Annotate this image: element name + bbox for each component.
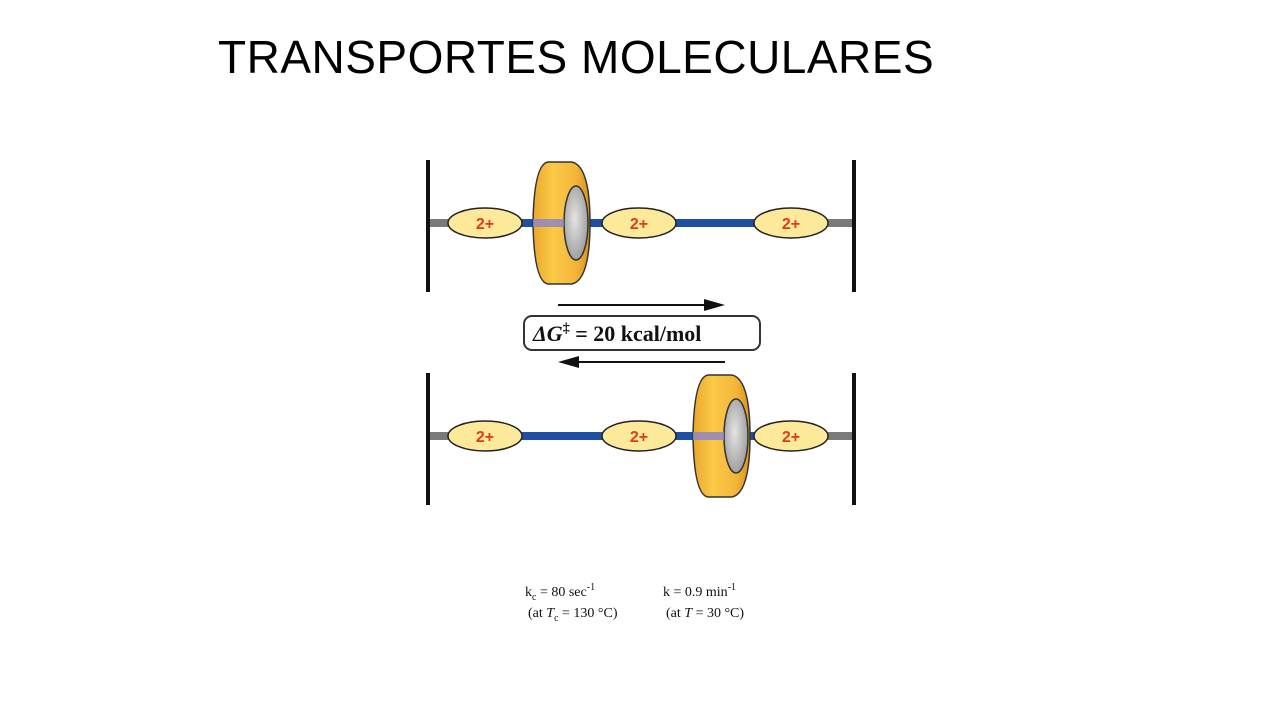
kinetics-right: k = 0.9 min-1 (at T = 30 °C): [663, 582, 744, 621]
station-left: 2+: [447, 420, 523, 452]
station-left: 2+: [447, 207, 523, 239]
macrocycle-ring: [692, 374, 751, 498]
rotaxane-state-bottom: 2+ 2+ 2+: [426, 373, 856, 505]
condition-tc: (at Tc = 130 °C): [528, 606, 618, 624]
station-right: 2+: [753, 207, 829, 239]
slide-title: TRANSPORTES MOLECULARES: [218, 31, 935, 83]
macrocycle-ring: [532, 161, 591, 285]
rate-constant-kc: kc = 80 sec-1: [525, 582, 595, 603]
energy-barrier-label: ΔG‡ = 20 kcal/mol: [532, 321, 701, 346]
double-dagger: ‡: [563, 321, 570, 336]
rate-constant-k: k = 0.9 min-1: [663, 582, 736, 600]
energy-barrier-box: ΔG‡ = 20 kcal/mol: [523, 315, 761, 351]
station-label: 2+: [630, 429, 648, 446]
station-right: 2+: [753, 420, 829, 452]
right-stopper-bar: [852, 160, 856, 292]
station-label: 2+: [782, 429, 800, 446]
right-stopper-bar: [852, 373, 856, 505]
axle-grey-right: [826, 219, 852, 227]
axle-grey-left: [430, 432, 452, 440]
axle-grey-left: [430, 219, 452, 227]
forward-arrow: [558, 299, 725, 311]
station-label: 2+: [782, 216, 800, 233]
left-stopper-bar: [426, 373, 430, 505]
kinetics-left: kc = 80 sec-1 (at Tc = 130 °C): [525, 582, 618, 624]
station-label: 2+: [630, 216, 648, 233]
rotaxane-state-top: 2+ 2+ 2+: [426, 160, 856, 292]
station-label: 2+: [476, 429, 494, 446]
condition-t: (at T = 30 °C): [666, 606, 744, 621]
left-stopper-bar: [426, 160, 430, 292]
delta-g: ΔG: [532, 321, 563, 346]
reverse-arrow: [558, 356, 725, 368]
axle-grey-right: [826, 432, 852, 440]
station-label: 2+: [476, 216, 494, 233]
station-middle: 2+: [601, 420, 677, 452]
station-middle: 2+: [601, 207, 677, 239]
energy-value: = 20 kcal/mol: [570, 321, 702, 346]
